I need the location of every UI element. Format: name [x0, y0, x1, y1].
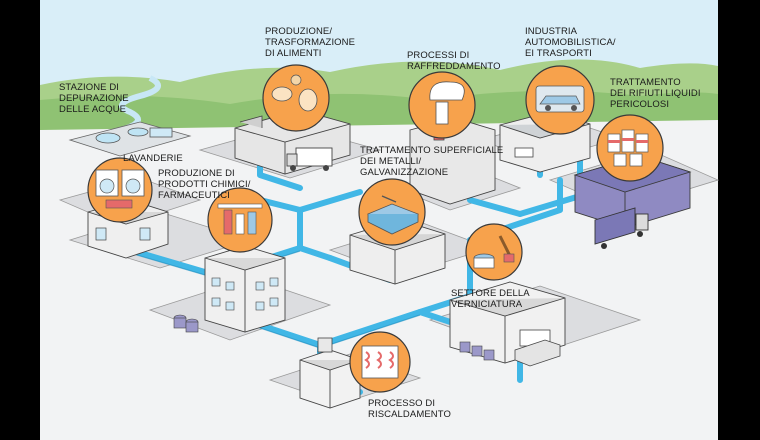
label-cooling-processes: PROCESSI DI RAFFREDDAMENTO	[407, 50, 501, 72]
washing-machine-icon	[87, 157, 153, 223]
wastewater-plant	[68, 121, 192, 157]
food-processing-icon	[262, 64, 330, 132]
heat-exchanger-icon	[349, 331, 411, 393]
laboratory-icon	[207, 187, 273, 253]
label-hazardous-liquid-waste: TRATTAMENTO DEI RIFIUTI LIQUIDI PERICOLO…	[610, 77, 701, 110]
chemical-drums-icon	[596, 114, 664, 182]
food-factory	[234, 107, 351, 175]
label-automotive-industry: INDUSTRIA AUTOMOBILISTICA/ EI TRASPORTI	[525, 26, 616, 59]
painting-building	[449, 281, 566, 367]
label-chemical-pharma: PRODUZIONE DI PRODOTTI CHIMICI/ FARMACEU…	[158, 168, 251, 201]
label-painting-sector: SETTORE DELLA VERNICIATURA	[451, 288, 530, 310]
process-bubbles	[87, 64, 664, 393]
label-laundries: LAVANDERIE	[123, 153, 183, 164]
label-heating-process: PROCESSO DI RISCALDAMENTO	[368, 398, 451, 420]
label-metal-surface-treatment: TRATTAMENTO SUPERFICIALE DEI METALLI/ GA…	[360, 145, 504, 178]
chemical-plant	[173, 245, 286, 333]
car-wash-icon	[525, 65, 595, 135]
cooling-tower-icon	[408, 71, 476, 139]
paint-can-icon	[465, 223, 523, 281]
label-food-processing: PRODUZIONE/ TRASFORMAZIONE DI ALIMENTI	[265, 26, 356, 59]
metal-bath-icon	[358, 178, 426, 246]
river	[119, 75, 161, 133]
label-wastewater-station: STAZIONE DI DEPURAZIONE DELLE ACQUE	[59, 82, 129, 115]
